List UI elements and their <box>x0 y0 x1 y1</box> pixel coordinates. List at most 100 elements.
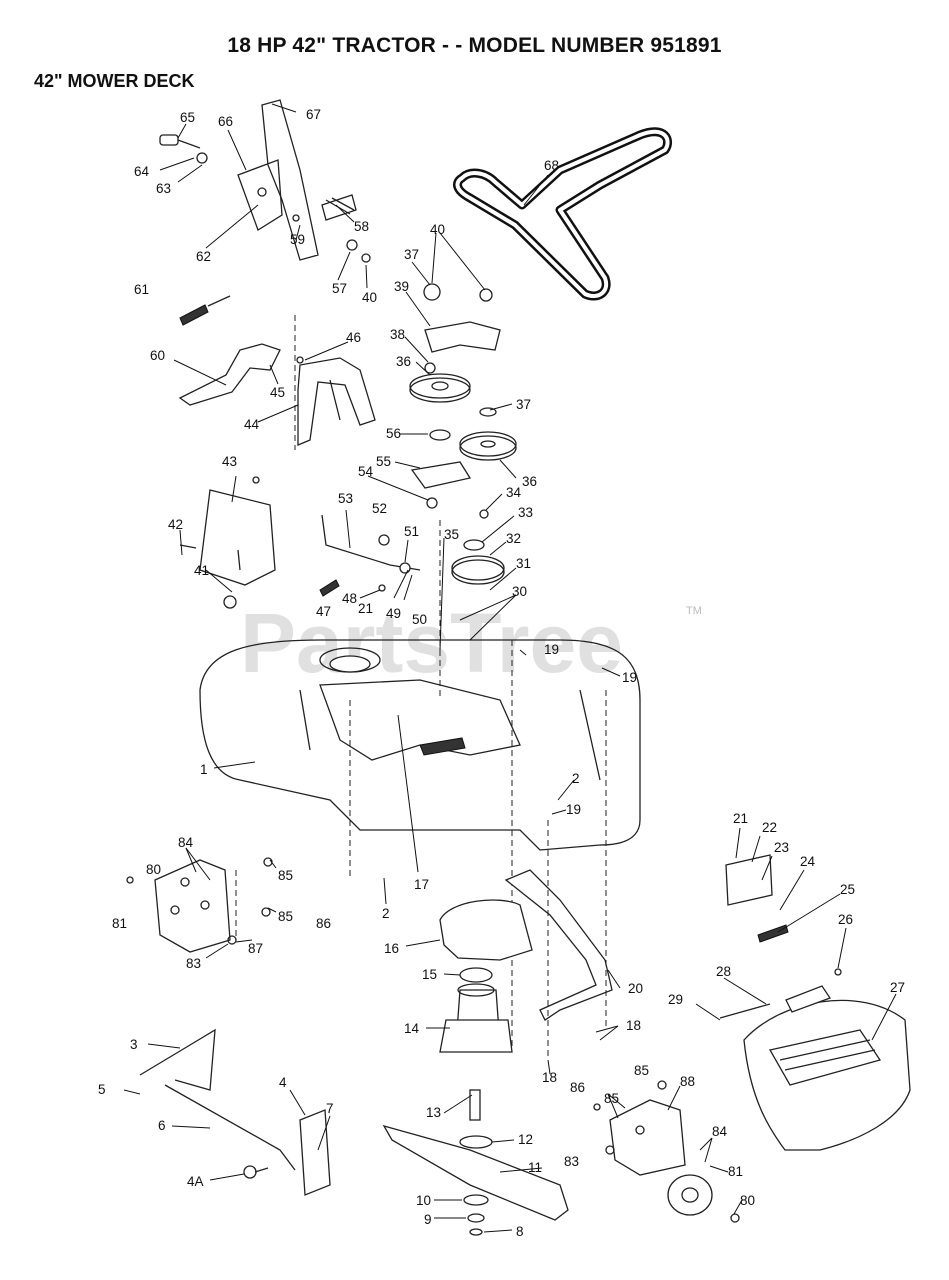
part-label: 40 <box>430 222 445 237</box>
part-label: 43 <box>222 454 237 469</box>
part-label: 23 <box>774 840 789 855</box>
part-label: 4A <box>187 1174 204 1189</box>
part-label: 3 <box>130 1037 138 1052</box>
part-label: 88 <box>680 1074 695 1089</box>
part-label: 20 <box>628 981 643 996</box>
part-label: 18 <box>626 1018 641 1033</box>
part-label: 59 <box>290 232 305 247</box>
part-label: 19 <box>544 642 559 657</box>
part-label: 81 <box>112 916 127 931</box>
part-label: 4 <box>279 1075 287 1090</box>
part-label: 27 <box>890 980 905 995</box>
part-label: 9 <box>424 1212 432 1227</box>
spindle-housing-16 <box>439 899 533 1149</box>
part-label: 83 <box>564 1154 579 1169</box>
pulley-36-upper <box>409 373 471 441</box>
part-label: 52 <box>372 501 387 516</box>
part-label: 36 <box>522 474 537 489</box>
part-label: 19 <box>622 670 637 685</box>
part-label: 35 <box>444 527 459 542</box>
part-label: 25 <box>840 882 855 897</box>
part-label: 39 <box>394 279 409 294</box>
part-label: 21 <box>733 811 748 826</box>
page-title: 18 HP 42" TRACTOR - - MODEL NUMBER 95189… <box>227 34 722 57</box>
part-label: 11 <box>528 1160 542 1175</box>
part-label: 41 <box>194 563 209 578</box>
part-label: 62 <box>196 249 211 264</box>
part-label: 49 <box>386 606 401 621</box>
part-label: 13 <box>426 1105 441 1120</box>
part-label: 10 <box>416 1193 431 1208</box>
part-label: 2 <box>572 771 580 786</box>
part-label: 53 <box>338 491 353 506</box>
part-label: 37 <box>516 397 531 412</box>
part-label: 61 <box>134 282 149 297</box>
pulley-32 <box>451 509 505 585</box>
part-label: 40 <box>362 290 377 305</box>
part-label: 46 <box>346 330 361 345</box>
support-bar-20 <box>504 690 613 1060</box>
part-label: 80 <box>740 1193 755 1208</box>
spring-61 <box>179 295 231 326</box>
part-label: 15 <box>422 967 437 982</box>
section-title: 42" MOWER DECK <box>34 71 195 91</box>
part-labels: 1 2 2 3 4 4A 5 6 7 8 9 10 11 12 13 14 15… <box>98 107 905 1239</box>
part-label: 54 <box>358 464 374 479</box>
part-label: 18 <box>542 1070 557 1085</box>
blade-11 <box>382 1124 569 1236</box>
part-label: 84 <box>178 835 194 850</box>
part-label: 6 <box>158 1118 166 1133</box>
part-label: 26 <box>838 912 853 927</box>
lift-rod-6 <box>139 1028 331 1196</box>
gauge-bracket-88 <box>593 1080 740 1223</box>
part-label: 29 <box>668 992 683 1007</box>
leader-lines <box>123 103 897 1233</box>
part-label: 60 <box>150 348 165 363</box>
mower-deck-1 <box>199 520 641 1050</box>
part-label: 34 <box>506 485 522 500</box>
part-label: 7 <box>326 1101 334 1116</box>
lever-53 <box>319 514 421 597</box>
part-label: 37 <box>404 247 419 262</box>
part-label: 85 <box>634 1063 649 1078</box>
part-label: 85 <box>278 909 293 924</box>
watermark: PartsTree <box>240 596 623 690</box>
chute-27 <box>719 854 911 1151</box>
part-label: 8 <box>516 1224 524 1239</box>
part-label: 38 <box>390 327 405 342</box>
part-label: 44 <box>244 417 260 432</box>
idler-bracket-39 <box>423 283 501 374</box>
part-label: 64 <box>134 164 150 179</box>
part-label: 30 <box>512 584 527 599</box>
pulley-36-lower <box>459 407 517 461</box>
part-label: 65 <box>180 110 195 125</box>
part-label: 84 <box>712 1124 728 1139</box>
part-label: 5 <box>98 1082 106 1097</box>
part-label: 86 <box>316 916 331 931</box>
part-label: 32 <box>506 531 521 546</box>
part-label: 55 <box>376 454 391 469</box>
part-label: 1 <box>200 762 208 777</box>
part-label: 12 <box>518 1132 533 1147</box>
part-label: 45 <box>270 385 285 400</box>
part-label: 48 <box>342 591 357 606</box>
part-label: 50 <box>412 612 427 627</box>
part-label: 86 <box>570 1080 585 1095</box>
part-label: 19 <box>566 802 581 817</box>
part-label: 63 <box>156 181 171 196</box>
part-label: 57 <box>332 281 347 296</box>
part-label: 68 <box>544 158 559 173</box>
part-label: 83 <box>186 956 201 971</box>
part-label: 81 <box>728 1164 743 1179</box>
gauge-bracket-87 <box>126 857 273 953</box>
part-label: 17 <box>414 877 429 892</box>
part-label: 22 <box>762 820 777 835</box>
part-label: 31 <box>516 556 531 571</box>
part-label: 33 <box>518 505 533 520</box>
part-label: 47 <box>316 604 331 619</box>
part-label: 16 <box>384 941 399 956</box>
part-label: 66 <box>218 114 233 129</box>
part-label: 85 <box>604 1091 619 1106</box>
lift-arm-60 <box>178 315 376 450</box>
